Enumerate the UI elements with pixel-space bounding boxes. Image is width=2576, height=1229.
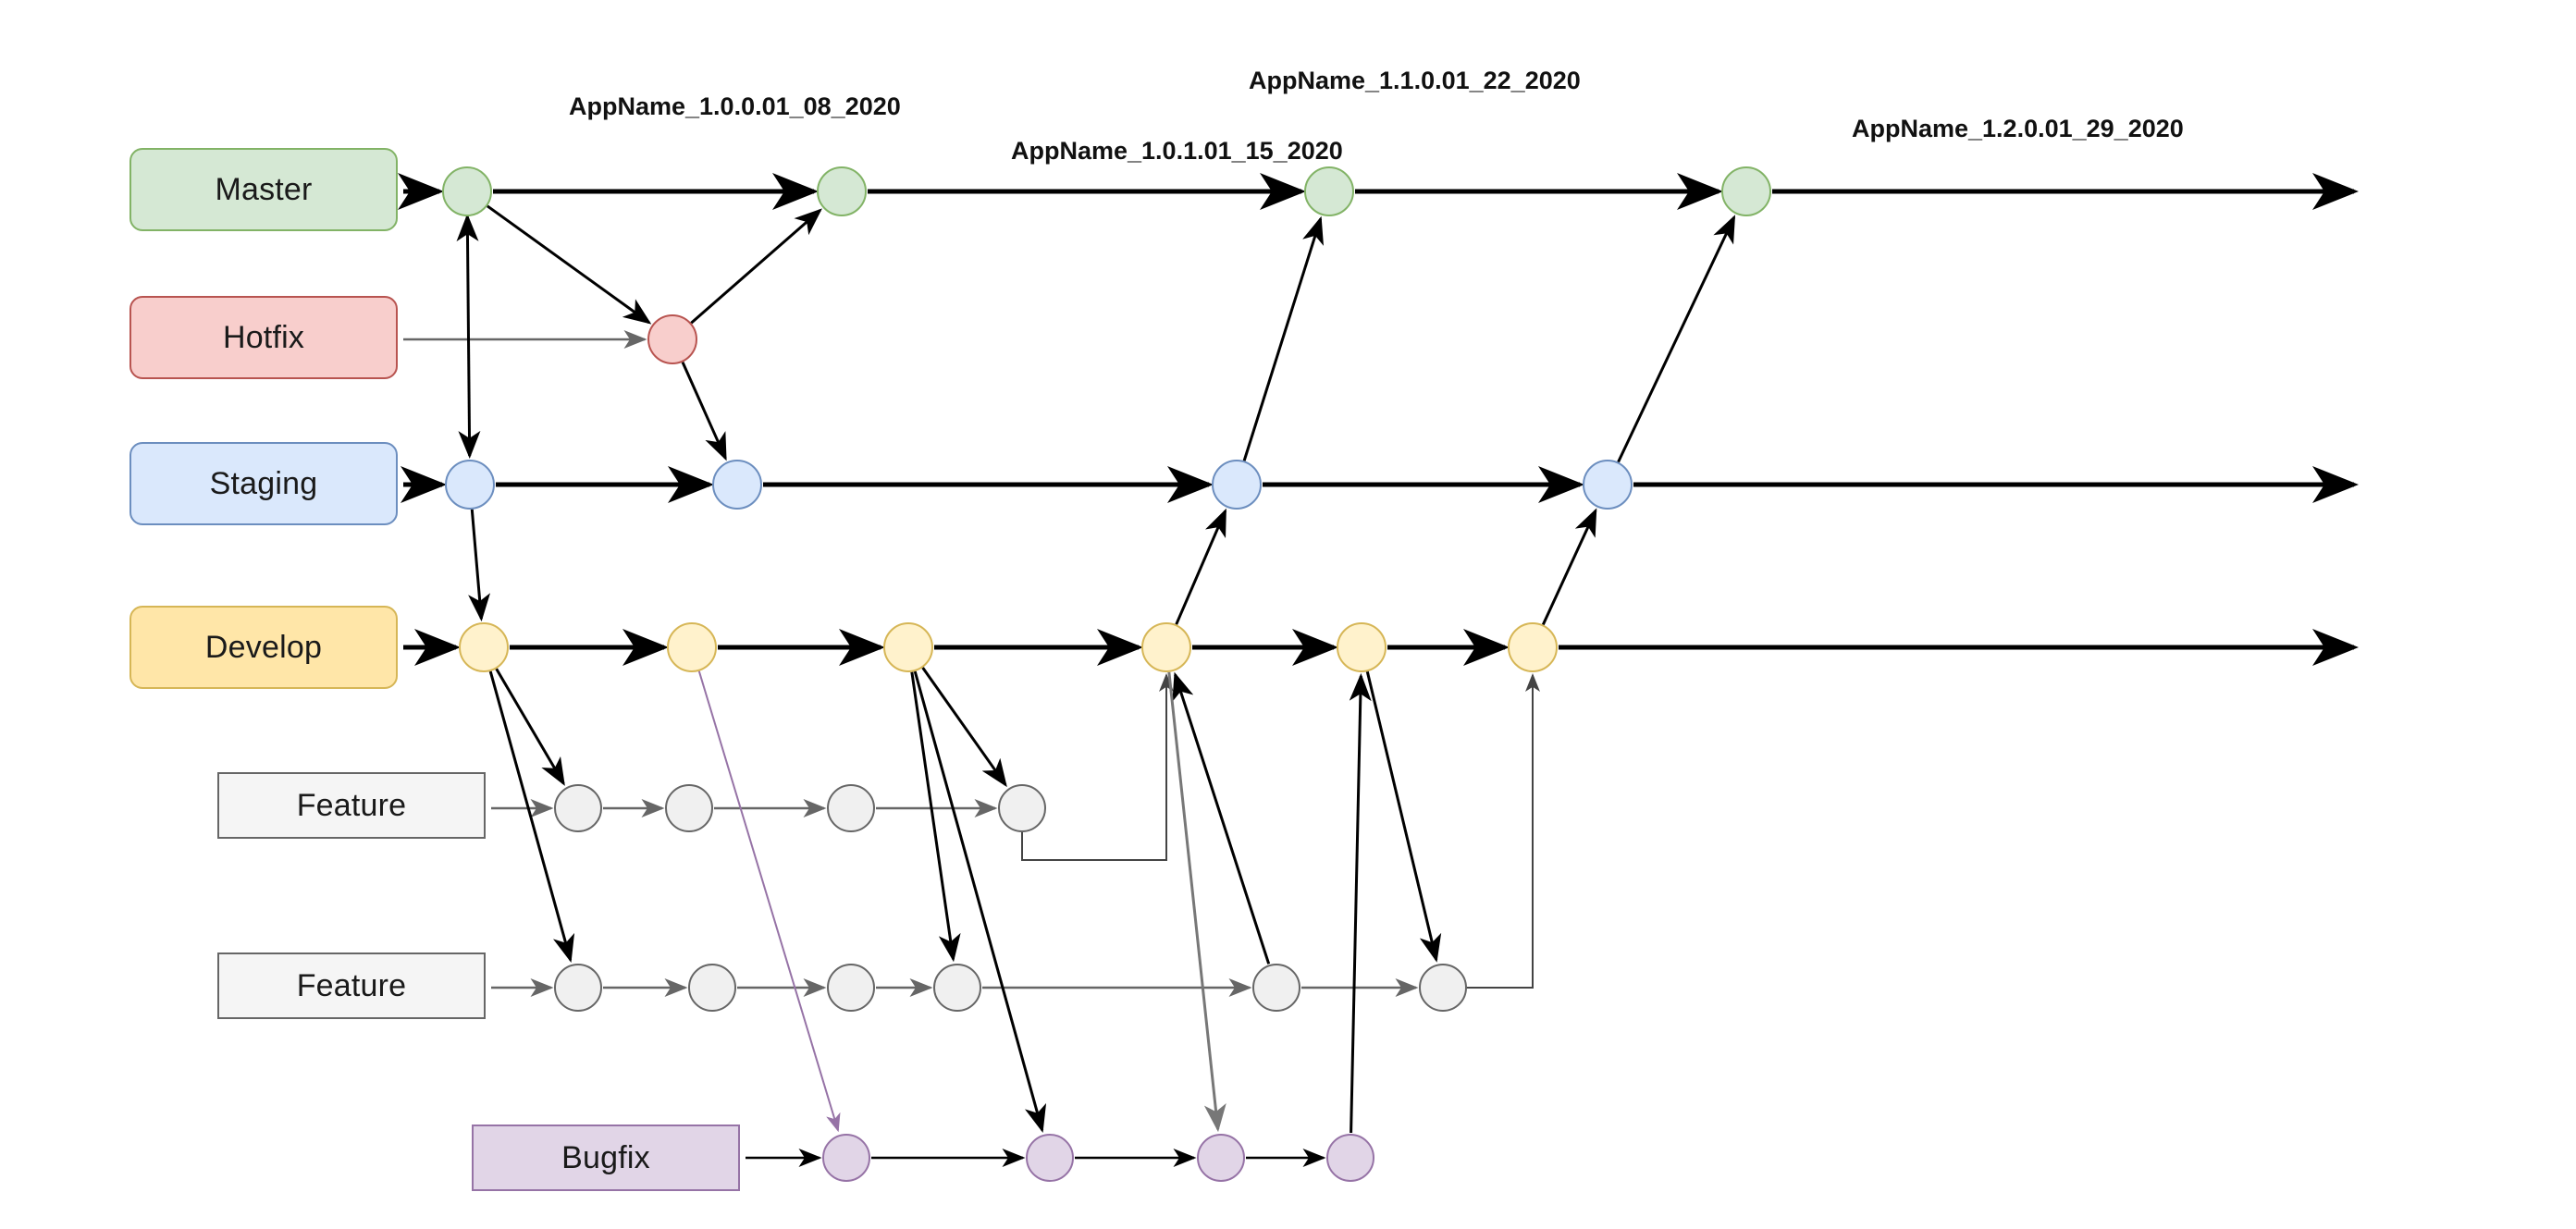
commit-node-hotfix-1[interactable] (647, 314, 697, 364)
commit-node-master-1[interactable] (442, 166, 492, 216)
connector-master1-to-staging1 (456, 213, 481, 460)
connector-hotfix-to-master2 (690, 208, 822, 325)
connector-develop4-to-bugfix3 (1167, 671, 1226, 1133)
branch-label-text: Hotfix (222, 319, 305, 355)
commit-node-master-3[interactable] (1304, 166, 1354, 216)
commit-node-feature1-3[interactable] (827, 784, 875, 832)
branch-label-develop[interactable]: Develop (129, 606, 398, 689)
branch-label-text: Feature (296, 967, 407, 1003)
connector-develop2-to-bugfix1 (697, 670, 841, 1133)
branch-label-master[interactable]: Master (129, 148, 398, 231)
branch-label-staging[interactable]: Staging (129, 442, 398, 525)
version-tag-tag-1-0-0: AppName_1.0.0.01_08_2020 (569, 92, 901, 120)
commit-node-feature2-3[interactable] (827, 964, 875, 1012)
commit-node-develop-2[interactable] (667, 622, 717, 672)
commit-node-bugfix-1[interactable] (822, 1134, 870, 1182)
commit-node-master-4[interactable] (1721, 166, 1771, 216)
connector-lines (398, 173, 2359, 1167)
commit-node-bugfix-4[interactable] (1326, 1134, 1374, 1182)
version-tag-tag-1-0-1: AppName_1.0.1.01_15_2020 (1011, 137, 1343, 165)
connector-staging1-to-develop1 (468, 509, 491, 622)
connector-feature2-node6-merge-to-develop6 (1442, 673, 1540, 1012)
connector-hotfix-to-staging2 (681, 362, 727, 461)
branch-label-text: Master (215, 171, 313, 207)
commit-node-develop-1[interactable] (459, 622, 509, 672)
connector-develop1-to-feature1-node1 (495, 668, 565, 786)
commit-node-feature2-6[interactable] (1419, 964, 1467, 1012)
connector-develop4-to-staging3 (1175, 508, 1227, 625)
connector-master1-to-hotfix (487, 204, 652, 325)
connector-develop6-to-staging4 (1541, 508, 1597, 626)
commit-node-feature2-4[interactable] (933, 964, 981, 1012)
connector-staging3-to-master3 (1242, 215, 1324, 461)
commit-node-feature2-1[interactable] (554, 964, 602, 1012)
connector-staging4-to-master4 (1617, 215, 1736, 463)
commit-node-feature2-2[interactable] (688, 964, 736, 1012)
branch-label-text: Staging (209, 465, 318, 501)
commit-node-feature1-4[interactable] (998, 784, 1046, 832)
connector-develop3-to-feature2-node4 (910, 671, 961, 963)
commit-node-develop-6[interactable] (1508, 622, 1558, 672)
branch-label-text: Bugfix (561, 1139, 650, 1175)
commit-node-master-2[interactable] (817, 166, 867, 216)
connector-feature1-merge-to-develop4 (1021, 673, 1174, 861)
commit-node-staging-1[interactable] (445, 460, 495, 510)
commit-nodes (442, 166, 1771, 1182)
branch-label-text: Feature (296, 787, 407, 823)
connector-feature2-node5-merge-to-develop4 (1172, 671, 1271, 965)
commit-node-staging-4[interactable] (1583, 460, 1633, 510)
connector-develop3-to-bugfix2 (913, 670, 1047, 1134)
connector-bugfix4-merge-to-develop5 (1349, 672, 1372, 1134)
commit-node-develop-4[interactable] (1141, 622, 1191, 672)
connector-develop5-to-feature2-node6 (1365, 670, 1442, 963)
connector-develop3-to-feature1-node4 (921, 667, 1007, 788)
branch-label-feature2[interactable]: Feature (217, 952, 486, 1019)
branch-label-bugfix[interactable]: Bugfix (472, 1125, 740, 1191)
connector-develop1-to-feature2-node1 (488, 670, 575, 964)
commit-node-bugfix-3[interactable] (1197, 1134, 1245, 1182)
version-tag-tag-1-2-0: AppName_1.2.0.01_29_2020 (1852, 115, 2184, 142)
commit-node-bugfix-2[interactable] (1026, 1134, 1074, 1182)
commit-node-staging-2[interactable] (712, 460, 762, 510)
commit-node-staging-3[interactable] (1212, 460, 1262, 510)
commit-node-feature1-1[interactable] (554, 784, 602, 832)
commit-node-develop-5[interactable] (1337, 622, 1387, 672)
commit-node-feature1-2[interactable] (665, 784, 713, 832)
branch-label-text: Develop (204, 629, 323, 665)
branch-label-feature1[interactable]: Feature (217, 772, 486, 839)
commit-node-develop-3[interactable] (883, 622, 933, 672)
commit-node-feature2-5[interactable] (1252, 964, 1300, 1012)
branch-label-hotfix[interactable]: Hotfix (129, 296, 398, 379)
version-tag-tag-1-1-0: AppName_1.1.0.01_22_2020 (1249, 67, 1581, 94)
